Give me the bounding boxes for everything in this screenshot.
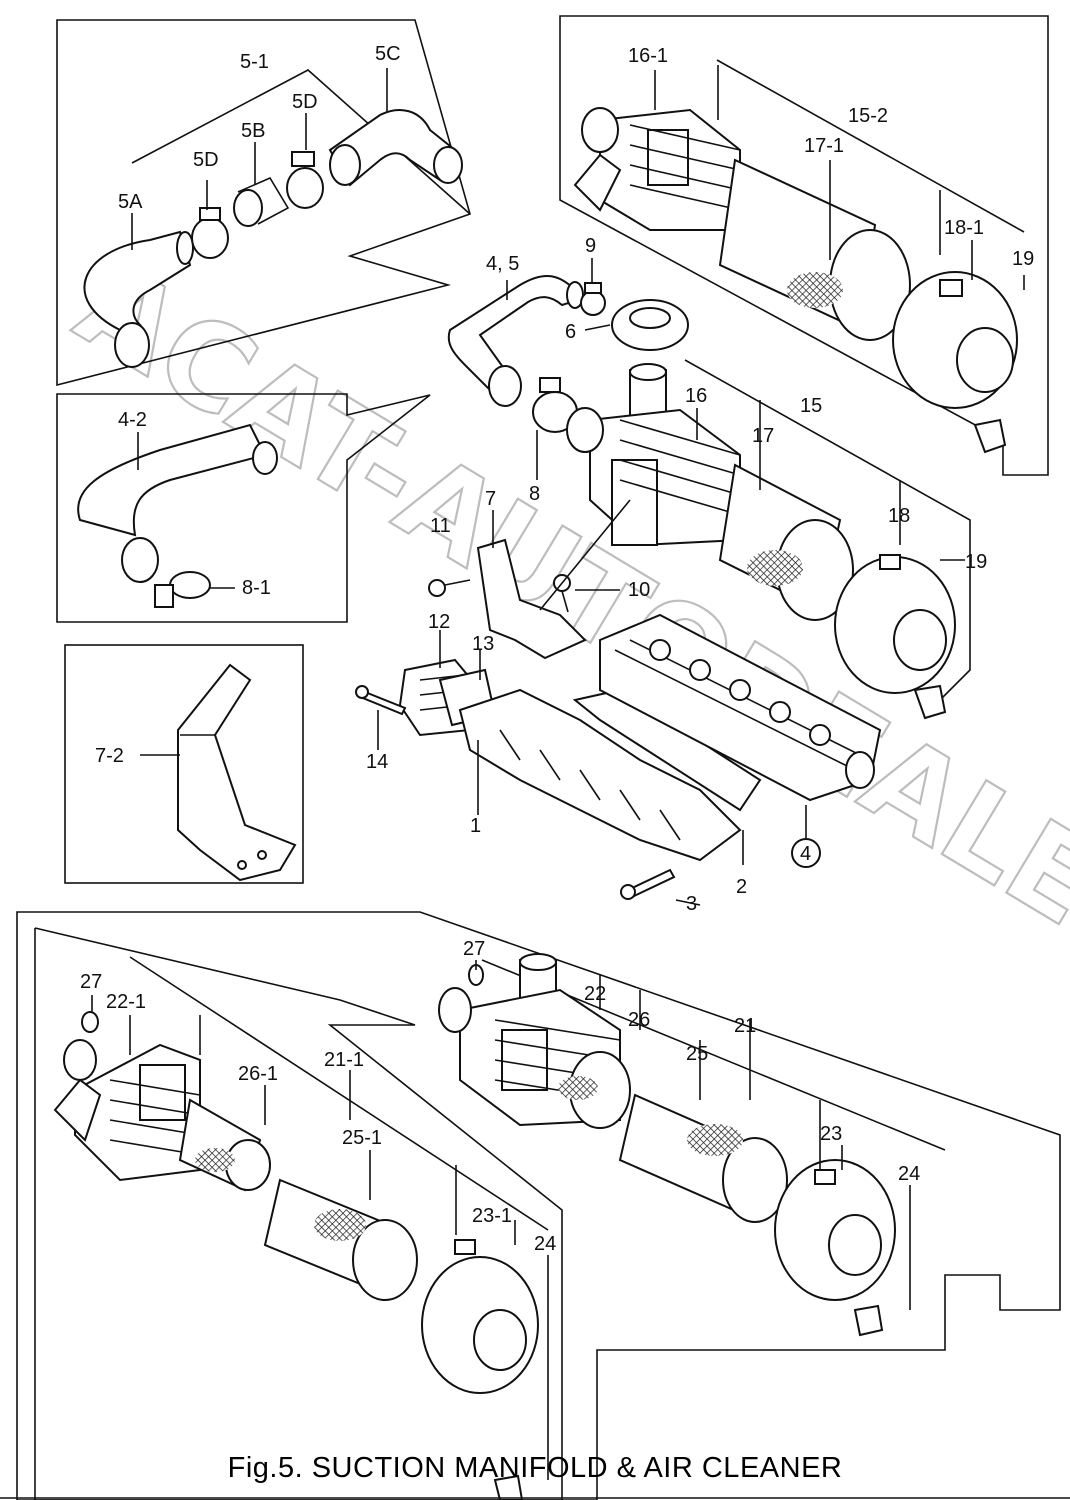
label-25: 25 <box>686 1043 708 1065</box>
panel-bracket-7-2: 7-2 <box>64 644 304 884</box>
panel-hose-5-1: 5-1 5C 5D 5B 5D 5A <box>56 19 471 387</box>
label-25-1: 25-1 <box>342 1127 382 1149</box>
label-4: 4 <box>800 843 811 865</box>
label-10: 10 <box>628 579 650 601</box>
label-4-5: 4, 5 <box>486 253 519 275</box>
label-15-2: 15-2 <box>848 105 888 127</box>
label-16: 16 <box>685 385 707 407</box>
label-7: 7 <box>485 488 496 510</box>
label-23: 23 <box>820 1123 842 1145</box>
label-21: 21 <box>734 1015 756 1037</box>
label-8: 8 <box>529 483 540 505</box>
label-17-1: 17-1 <box>804 135 844 157</box>
panel-air-cleaner-15-2: 16-1 15-2 17-1 18-1 19 <box>559 15 1049 476</box>
label-5-1: 5-1 <box>240 51 269 73</box>
label-19-top: 19 <box>1012 248 1034 270</box>
panel-air-cleaner-21: 27 22 26 21 25 23 24 <box>438 938 946 1337</box>
label-1: 1 <box>470 815 481 837</box>
panel-air-cleaner-21-1: 27 22-1 26-1 21-1 25-1 23-1 24 <box>16 911 1061 1500</box>
center-air-cleaner-15: 16 15 17 18 19 <box>566 359 987 720</box>
label-22: 22 <box>584 983 606 1005</box>
label-4-2: 4-2 <box>118 409 147 431</box>
label-19: 19 <box>965 551 987 573</box>
label-12: 12 <box>428 611 450 633</box>
label-26: 26 <box>628 1009 650 1031</box>
label-5C: 5C <box>375 43 401 65</box>
label-16-1: 16-1 <box>628 45 668 67</box>
label-8-1: 8-1 <box>242 577 271 599</box>
label-5A: 5A <box>118 191 143 213</box>
label-15: 15 <box>800 395 822 417</box>
label-26-1: 26-1 <box>238 1063 278 1085</box>
label-14: 14 <box>366 751 388 773</box>
label-2: 2 <box>736 876 747 898</box>
label-27-right: 27 <box>463 938 485 960</box>
label-27-left: 27 <box>80 971 102 993</box>
label-11: 11 <box>430 515 451 537</box>
label-21-1: 21-1 <box>324 1049 364 1071</box>
panel-hose-4-2: 4-2 8-1 <box>56 393 431 623</box>
label-3: 3 <box>686 893 697 915</box>
label-24: 24 <box>898 1163 920 1185</box>
label-18: 18 <box>888 505 910 527</box>
label-5D-top: 5D <box>292 91 318 113</box>
label-23-1: 23-1 <box>472 1205 512 1227</box>
label-5B: 5B <box>241 120 265 142</box>
center-manifold: 7 11 10 12 13 14 1 2 3 4 <box>355 488 882 915</box>
label-6: 6 <box>565 321 576 343</box>
label-13: 13 <box>472 633 494 655</box>
label-18-1: 18-1 <box>944 217 984 239</box>
label-24-left: 24 <box>534 1233 556 1255</box>
label-5D-left: 5D <box>193 149 219 171</box>
label-22-1: 22-1 <box>106 991 146 1013</box>
label-7-2: 7-2 <box>95 745 124 767</box>
label-9: 9 <box>585 235 596 257</box>
figure-caption: Fig.5. SUCTION MANIFOLD & AIR CLEANER <box>227 1452 843 1484</box>
label-17: 17 <box>752 425 774 447</box>
center-hose-4-5: 4, 5 9 6 8 <box>447 235 689 505</box>
